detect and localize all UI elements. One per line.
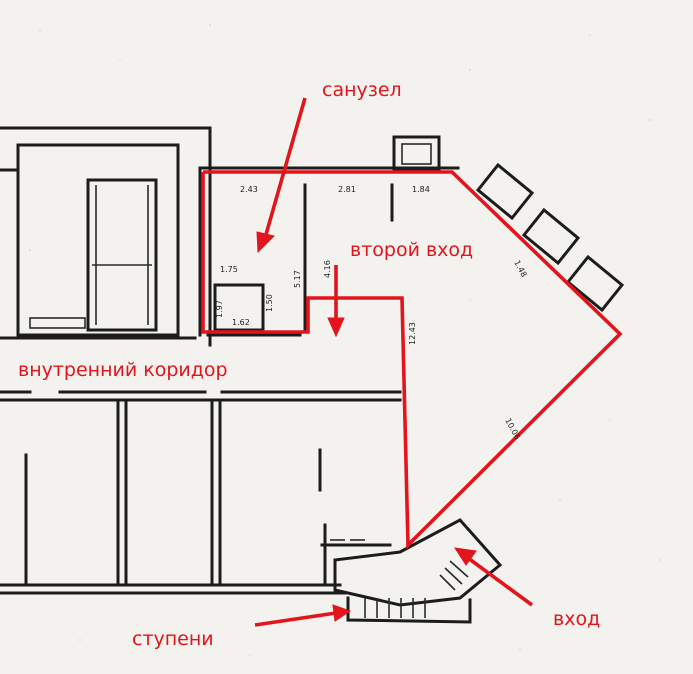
arrow-second-entrance-head: [327, 317, 345, 338]
left-block-walls: [0, 126, 212, 347]
arrow-bathroom: [263, 97, 307, 239]
label-second-entrance: второй вход: [350, 239, 473, 261]
dim-bath-right: 1.50: [265, 294, 274, 312]
label-steps: ступени: [132, 628, 214, 650]
paper-speckle: [29, 24, 661, 656]
dim-partition-a: 5.17: [293, 270, 302, 288]
entrance-steps: [333, 518, 503, 624]
label-inner-corridor: внутренний коридор: [18, 359, 228, 381]
arrow-bathroom-head: [256, 231, 275, 254]
unit-outline: [201, 170, 623, 550]
label-entrance: вход: [553, 608, 600, 630]
dim-vertical-long: 12.43: [408, 322, 417, 345]
dim-top-left: 2.43: [240, 185, 258, 194]
unit-walls: [198, 135, 625, 337]
dim-partition-b: 4.16: [323, 260, 332, 278]
label-bathroom: санузел: [322, 79, 402, 101]
arrow-steps: [254, 611, 337, 627]
annotation-arrows: [254, 97, 534, 627]
arrow-entrance-head: [453, 547, 477, 566]
dim-bath-bottom: 1.62: [232, 318, 250, 327]
dim-top-mid: 2.81: [338, 185, 356, 194]
dim-bath-top: 1.75: [220, 265, 238, 274]
arrow-steps-head: [332, 604, 352, 622]
arrow-entrance: [466, 556, 534, 607]
dim-bath-left: 1.97: [215, 300, 224, 318]
dim-top-right: 1.84: [412, 185, 430, 194]
lower-offices-walls: [0, 390, 402, 595]
annotation-labels: санузел второй вход внутренний коридор в…: [18, 79, 600, 650]
